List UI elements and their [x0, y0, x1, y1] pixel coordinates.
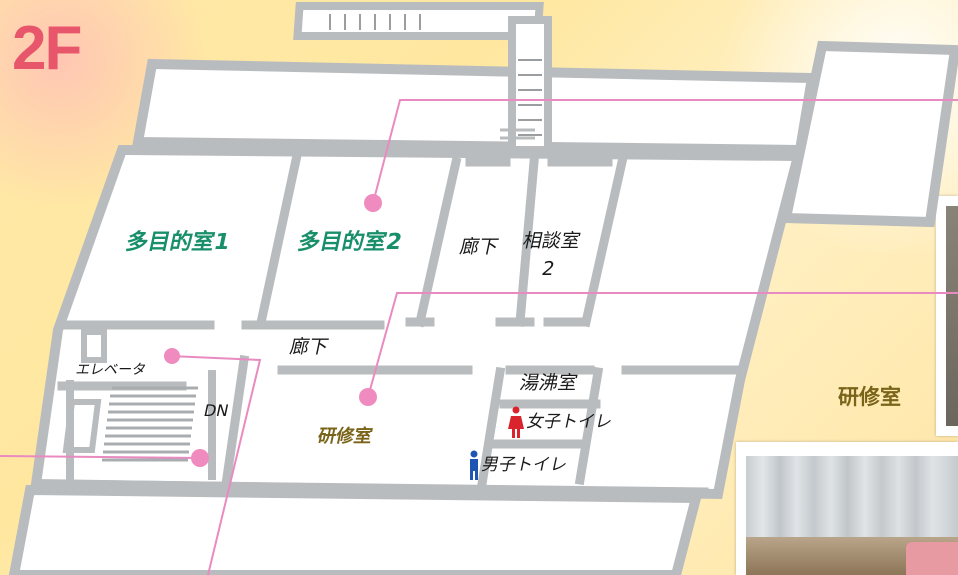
- training-room-photo-title: 研修室: [838, 385, 901, 409]
- mens-toilet-icon: [470, 450, 478, 480]
- north-wing: [132, 58, 818, 156]
- south-wing: [8, 484, 703, 575]
- leader-line-upper: [372, 99, 958, 204]
- marker-dot-elevator: [164, 348, 180, 364]
- leader-line-training: [367, 292, 958, 398]
- marker-dot-multipurpose-2: [364, 194, 382, 212]
- room-label-womens-toilet: 女子トイレ: [524, 412, 615, 432]
- room-label-consultation: 相談室: [520, 230, 583, 252]
- training-room-photo-lower: [736, 442, 958, 575]
- corridor-stairs: [472, 128, 535, 159]
- womens-toilet-icon: [508, 406, 524, 438]
- room-label-mens-toilet: 男子トイレ: [479, 455, 570, 475]
- east-annex: [779, 40, 958, 228]
- marker-dot-training: [359, 388, 377, 406]
- marker-dot-stairs: [191, 449, 209, 467]
- room-label-corridor-horizontal: 廊下: [287, 336, 331, 358]
- leader-lines: [0, 99, 958, 575]
- room-label-stairs-down: DN: [202, 401, 231, 420]
- floor-number-label: 2F: [12, 14, 82, 83]
- room-label-corridor-vertical: 廊下: [457, 236, 501, 258]
- floor-plate: [8, 40, 958, 575]
- room-label-multipurpose-1: 多目的室1: [123, 230, 233, 255]
- leader-line-elevator: [169, 355, 262, 575]
- training-room-photo-upper: [936, 196, 958, 436]
- room-label-training: 研修室: [315, 426, 375, 447]
- interior-walls: [35, 154, 745, 497]
- elevator-stair-core: [62, 329, 216, 480]
- leader-line-stairs: [0, 455, 201, 459]
- room-label-elevator: エレベータ: [74, 362, 148, 378]
- room-label-kitchenette: 湯沸室: [517, 372, 580, 394]
- room-label-multipurpose-2: 多目的室2: [295, 230, 405, 255]
- roof-stairs: [293, 2, 552, 154]
- marker-dots: [164, 194, 382, 467]
